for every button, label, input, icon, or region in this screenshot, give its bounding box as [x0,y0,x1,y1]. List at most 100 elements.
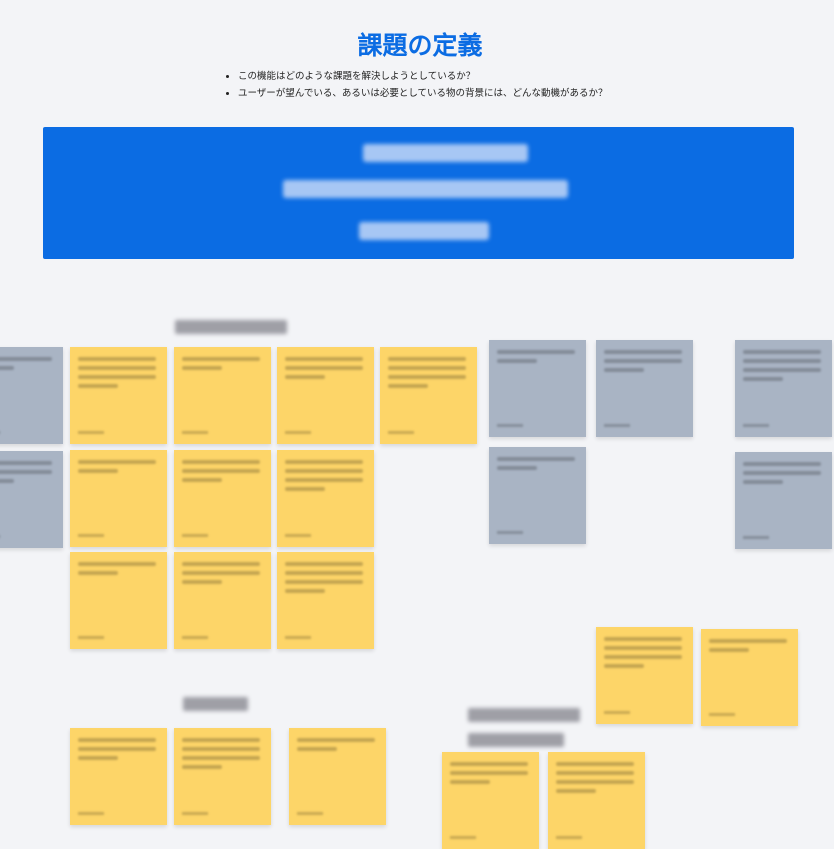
sticky-note[interactable] [289,728,386,825]
sticky-text-blurred [182,765,222,769]
sticky-text-blurred [0,470,52,474]
sticky-text-blurred [285,366,363,370]
sticky-text-blurred [182,756,260,760]
question-list: この機能はどのような課題を解決しようとしているか？ ユーザーが望んでいる、あるい… [226,68,608,102]
sticky-text-blurred [78,357,156,361]
sticky-text-blurred [78,460,156,464]
sticky-author-blurred [78,812,104,815]
sticky-text-blurred [285,460,363,464]
sticky-text-blurred [78,469,118,473]
sticky-note[interactable] [174,450,271,547]
sticky-text-blurred [285,375,325,379]
sticky-note[interactable] [70,552,167,649]
sticky-author-blurred [497,424,523,427]
section-heading-blurred [468,708,580,722]
sticky-text-blurred [0,461,52,465]
question-item: ユーザーが望んでいる、あるいは必要としている物の背景には、どんな動機があるか？ [238,85,608,102]
sticky-text-blurred [743,471,821,475]
sticky-text-blurred [182,571,260,575]
sticky-text-blurred [285,357,363,361]
banner-text-blurred [363,144,528,162]
sticky-note[interactable] [277,552,374,649]
sticky-note[interactable] [735,340,832,437]
sticky-text-blurred [743,462,821,466]
sticky-text-blurred [297,738,375,742]
banner-text-blurred [283,180,568,198]
sticky-text-blurred [388,366,466,370]
sticky-author-blurred [709,713,735,716]
sticky-text-blurred [78,384,118,388]
sticky-note[interactable] [70,347,167,444]
sticky-author-blurred [285,534,311,537]
sticky-note[interactable] [548,752,645,849]
section-heading-blurred [175,320,287,334]
sticky-text-blurred [556,780,634,784]
sticky-text-blurred [743,480,783,484]
sticky-text-blurred [0,366,14,370]
sticky-note[interactable] [489,340,586,437]
sticky-author-blurred [743,424,769,427]
sticky-text-blurred [182,580,222,584]
summary-banner[interactable] [43,127,794,259]
sticky-note[interactable] [489,447,586,544]
sticky-text-blurred [450,780,490,784]
sticky-text-blurred [182,562,260,566]
sticky-text-blurred [450,762,528,766]
sticky-text-blurred [604,664,644,668]
sticky-text-blurred [182,469,260,473]
sticky-text-blurred [0,357,52,361]
sticky-text-blurred [497,457,575,461]
sticky-text-blurred [743,359,821,363]
sticky-text-blurred [285,478,363,482]
sticky-text-blurred [743,368,821,372]
sticky-note[interactable] [70,450,167,547]
sticky-text-blurred [604,368,644,372]
sticky-note[interactable] [380,347,477,444]
sticky-text-blurred [182,460,260,464]
sticky-author-blurred [78,534,104,537]
sticky-text-blurred [556,771,634,775]
sticky-note[interactable] [0,451,63,548]
sticky-text-blurred [388,357,466,361]
question-item: この機能はどのような課題を解決しようとしているか？ [238,68,608,85]
sticky-author-blurred [182,636,208,639]
sticky-text-blurred [556,762,634,766]
sticky-text-blurred [78,571,118,575]
sticky-note[interactable] [277,347,374,444]
sticky-author-blurred [78,431,104,434]
sticky-author-blurred [78,636,104,639]
sticky-note[interactable] [174,728,271,825]
sticky-text-blurred [182,747,260,751]
sticky-text-blurred [743,377,783,381]
sticky-text-blurred [604,655,682,659]
sticky-text-blurred [285,469,363,473]
sticky-note[interactable] [174,347,271,444]
section-heading-blurred [183,697,248,711]
sticky-text-blurred [285,580,363,584]
sticky-text-blurred [182,738,260,742]
sticky-note[interactable] [442,752,539,849]
sticky-author-blurred [450,836,476,839]
sticky-text-blurred [78,756,118,760]
board-title: 課題の定義 [357,31,483,60]
sticky-note[interactable] [596,627,693,724]
sticky-note[interactable] [0,347,63,444]
sticky-text-blurred [182,478,222,482]
sticky-text-blurred [604,646,682,650]
sticky-note[interactable] [70,728,167,825]
sticky-note[interactable] [277,450,374,547]
sticky-author-blurred [182,431,208,434]
sticky-author-blurred [388,431,414,434]
banner-text-blurred [359,222,489,240]
sticky-note[interactable] [174,552,271,649]
sticky-note[interactable] [701,629,798,726]
sticky-text-blurred [556,789,596,793]
sticky-text-blurred [78,738,156,742]
sticky-author-blurred [285,636,311,639]
sticky-text-blurred [497,359,537,363]
sticky-note[interactable] [735,452,832,549]
sticky-author-blurred [556,836,582,839]
sticky-text-blurred [450,771,528,775]
sticky-note[interactable] [596,340,693,437]
sticky-text-blurred [297,747,337,751]
